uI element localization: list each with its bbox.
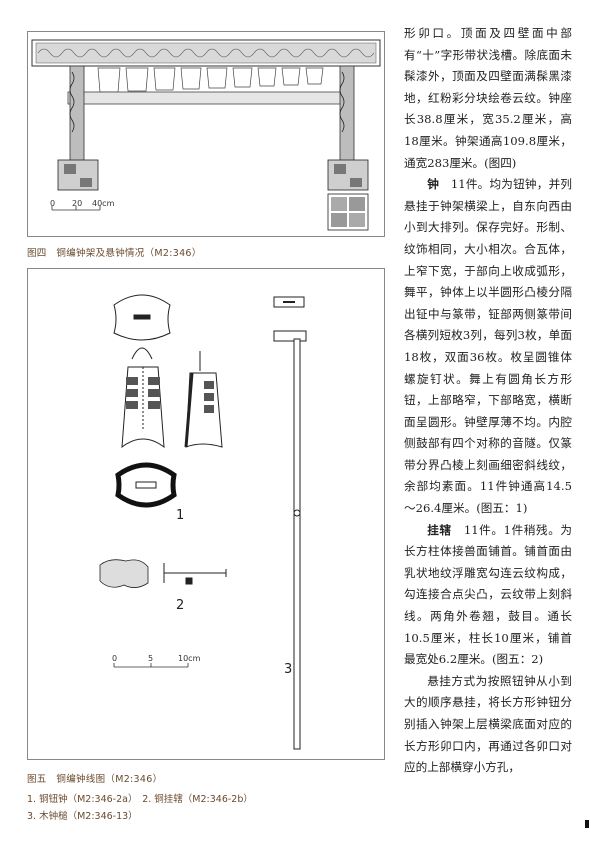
bell-rack-drawing: 0 20 40cm — [31, 39, 381, 231]
heading-fitting: 挂辖 — [427, 522, 452, 537]
fig5-label-2: 2 — [176, 598, 184, 613]
paragraph-fittings: 挂辖 11件。1件稍残。为长方柱体接兽面铺首。铺首面由乳状地纹浮雕宽勾连云纹构成… — [404, 520, 572, 671]
fig5-label-3: 3 — [284, 662, 292, 677]
figure-5-legend-1: 1. 铜钮钟（M2:346-2a） 2. 铜挂辖（M2:346-2b） — [27, 791, 253, 805]
paragraph-rack-description: 形卯口。顶面及四壁面中部有“十”字形带状浅槽。除底面未髹漆外，顶面及四壁面满髹黑… — [404, 26, 572, 170]
page-edge-mark — [585, 820, 589, 828]
fig4-scale-40: 40cm — [92, 199, 115, 208]
bell-line-drawing: 0 5 10cm 1 2 3 — [99, 294, 307, 750]
paragraph-bells-body: 11件。均为钮钟，并列悬挂于钟架横梁上，自东向西由小到大排列。保存完好。形制、纹… — [404, 177, 572, 516]
legend-item-fitting: 2. 铜挂辖（M2:346-2b） — [142, 794, 253, 805]
fig5-scale-10: 10cm — [178, 654, 201, 663]
paragraph-fittings-body: 11件。1件稍残。为长方柱体接兽面铺首。铺首面由乳状地纹浮雕宽勾连云纹构成，勾连… — [404, 522, 572, 667]
figure-5-legend-2: 3. 木钟槌（M2:346-13） — [27, 811, 138, 822]
fig5-scale-0: 0 — [112, 654, 117, 663]
paragraph-bells: 钟 11件。均为钮钟，并列悬挂于钟架横梁上，自东向西由小到大排列。保存完好。形制… — [404, 174, 572, 520]
fig4-scale-0: 0 — [50, 199, 55, 208]
body-text-column: 形卯口。顶面及四壁面中部有“十”字形带状浅槽。除底面未髹漆外，顶面及四壁面满髹黑… — [404, 23, 572, 779]
figure-4-caption: 图四 铜编钟架及悬钟情况（M2:346） — [27, 248, 202, 259]
fig4-scale-20: 20 — [72, 199, 82, 208]
fig5-scale-5: 5 — [148, 654, 153, 663]
legend-item-bell: 1. 铜钮钟（M2:346-2a） — [27, 794, 133, 805]
paragraph-hanging-method: 悬挂方式为按照钮钟从小到大的顺序悬挂，将长方形钟钮分别插入钟架上层横梁底面对应的… — [404, 673, 572, 775]
figure-4-panel: 0 20 40cm — [27, 31, 385, 237]
fig5-label-1: 1 — [176, 508, 184, 523]
figure-5-caption: 图五 铜编钟线图（M2:346） — [27, 774, 163, 785]
figure-5-panel: 0 5 10cm 1 2 3 — [27, 268, 385, 760]
heading-bell: 钟 — [427, 177, 440, 192]
